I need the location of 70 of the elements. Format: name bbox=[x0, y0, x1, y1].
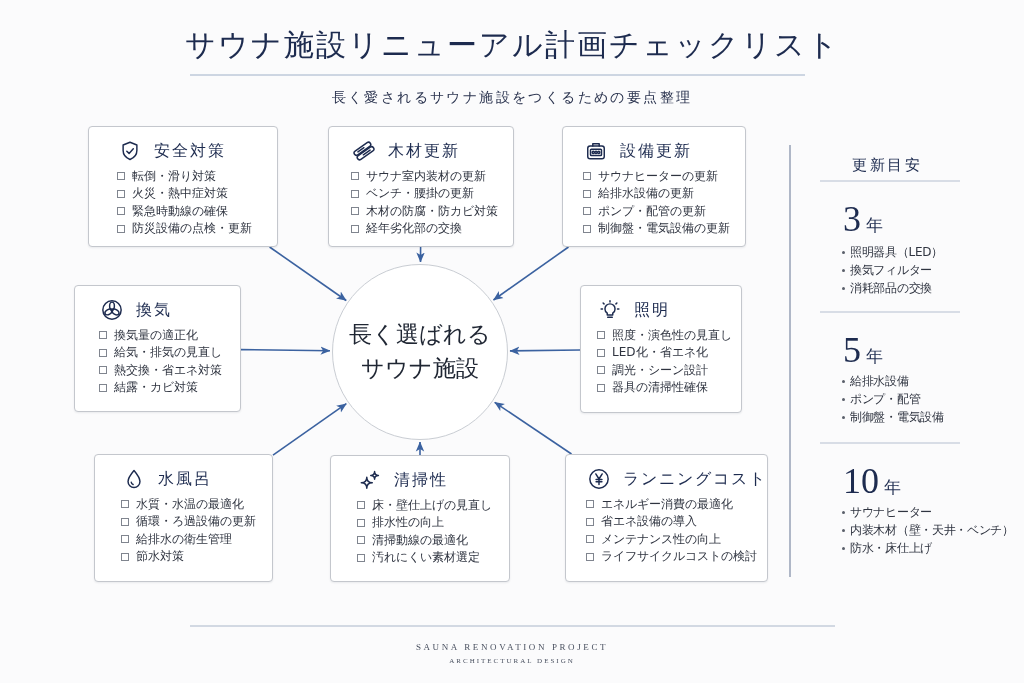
arrow bbox=[493, 401, 573, 455]
checklist-item: 緊急時動線の確保 bbox=[132, 202, 228, 220]
checklist-item: 給排水設備の更新 bbox=[598, 185, 694, 202]
footer-text: SAUNA RENOVATION PROJECT bbox=[415, 641, 609, 653]
arrow bbox=[240, 346, 331, 355]
checklist-card bbox=[328, 126, 514, 247]
arrow bbox=[268, 246, 347, 302]
title: サウナ施設リニューアル計画チェックリスト bbox=[184, 27, 840, 63]
checklist-card bbox=[580, 285, 742, 413]
circle-text: 長く選ばれるサウナ施設 bbox=[348, 321, 492, 383]
list-item: 消耗部品の交換 bbox=[850, 280, 932, 296]
arrow bbox=[416, 246, 425, 263]
checklist-item: LED化・省エネ化 bbox=[612, 344, 708, 361]
arrow bbox=[509, 346, 581, 355]
checklist-item: ライフサイクルコストの検討 bbox=[601, 548, 757, 565]
card-heading: 水風呂 bbox=[158, 469, 212, 489]
list-item: 換気フィルター bbox=[850, 262, 932, 278]
checklist-card bbox=[94, 454, 273, 582]
list-item: 防水・床仕上げ bbox=[850, 540, 932, 556]
list-item: 給排水設備 bbox=[850, 373, 909, 389]
list-item: サウナヒーター bbox=[850, 504, 932, 520]
card-heading: 照明 bbox=[634, 300, 670, 320]
checklist-item: 床・壁仕上げの見直し bbox=[372, 496, 492, 514]
panel-heading: 更新目安 bbox=[852, 156, 922, 175]
checklist-item: エネルギー消費の最適化 bbox=[601, 495, 733, 513]
card-heading: 設備更新 bbox=[620, 141, 692, 161]
checklist-item: 循環・ろ過設備の更新 bbox=[136, 513, 256, 530]
checklist-item: 調光・シーン設計 bbox=[612, 361, 708, 379]
checklist-item: 清掃動線の最適化 bbox=[372, 531, 468, 549]
arrow bbox=[492, 246, 570, 301]
checklist-item: 排水性の向上 bbox=[372, 514, 444, 531]
checklist-item: 節水対策 bbox=[136, 548, 184, 565]
checklist-item: サウナヒーターの更新 bbox=[598, 167, 718, 185]
checklist-item: サウナ室内装材の更新 bbox=[366, 167, 486, 185]
card-heading: ランニングコスト bbox=[623, 469, 767, 489]
checklist-card bbox=[565, 454, 768, 582]
checklist-item: 汚れにくい素材選定 bbox=[372, 549, 480, 566]
checklist-item: 防災設備の点検・更新 bbox=[132, 220, 252, 237]
list-item: 内装木材（壁・天井・ベンチ） bbox=[850, 522, 1014, 538]
checklist-item: 熱交換・省エネ対策 bbox=[114, 361, 222, 379]
card-heading: 清掃性 bbox=[394, 470, 448, 490]
checklist-item: 器具の清掃性確保 bbox=[612, 379, 708, 396]
checklist-card bbox=[88, 126, 278, 247]
checklist-item: 換気量の適正化 bbox=[114, 326, 198, 344]
arrow bbox=[272, 402, 348, 456]
checklist-item: 給気・排気の見直し bbox=[114, 344, 222, 361]
checklist-item: 経年劣化部の交換 bbox=[366, 220, 462, 237]
list-item: 照明器具（LED） bbox=[850, 244, 943, 260]
checklist-item: ポンプ・配管の更新 bbox=[598, 202, 706, 220]
checklist-item: 照度・演色性の見直し bbox=[612, 326, 732, 344]
checklist-item: 火災・熱中症対策 bbox=[132, 185, 228, 202]
checklist-card bbox=[74, 285, 241, 412]
checklist-item: 木材の防腐・防カビ対策 bbox=[366, 202, 498, 220]
checklist-item: 省エネ設備の導入 bbox=[601, 513, 697, 530]
checklist-item: 結露・カビ対策 bbox=[114, 379, 198, 396]
checklist-item: 制御盤・電気設備の更新 bbox=[598, 220, 730, 237]
checklist-item: ベンチ・腰掛の更新 bbox=[366, 185, 474, 202]
checklist-item: 水質・水温の最適化 bbox=[136, 495, 244, 513]
list-item: 制御盤・電気設備 bbox=[850, 409, 944, 425]
checklist-item: 転倒・滑り対策 bbox=[132, 167, 216, 185]
list-item: ポンプ・配管 bbox=[850, 391, 921, 407]
checklist-card bbox=[330, 455, 510, 582]
card-heading: 木材更新 bbox=[388, 141, 460, 161]
checklist-item: 給排水の衛生管理 bbox=[136, 530, 232, 548]
arrow bbox=[415, 441, 425, 456]
subtitle: 長く愛されるサウナ施設をつくるための要点整理 bbox=[331, 89, 693, 107]
card-heading: 換気 bbox=[136, 300, 172, 320]
checklist-item: メンテナンス性の向上 bbox=[601, 530, 721, 548]
checklist-card bbox=[562, 126, 746, 247]
card-heading: 安全対策 bbox=[154, 141, 226, 161]
